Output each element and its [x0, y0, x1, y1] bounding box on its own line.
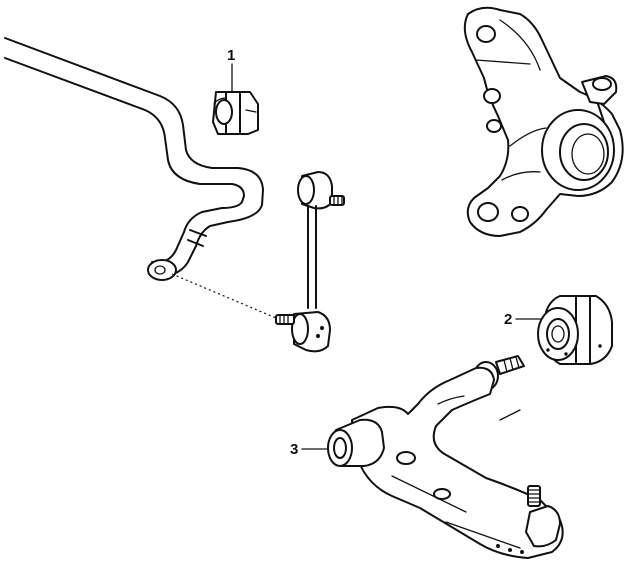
callout-1: 1 — [227, 47, 235, 93]
callout-1-number: 1 — [227, 47, 235, 64]
steering-knuckle — [463, 6, 624, 237]
stabilizer-bar — [4, 37, 264, 281]
callout-2: 2 — [504, 311, 541, 328]
lower-control-arm — [327, 355, 564, 559]
callout-3: 3 — [290, 441, 329, 458]
lower-arm-rear-bushing — [537, 295, 613, 365]
stabilizer-link — [275, 171, 345, 353]
callout-3-number: 3 — [290, 441, 298, 458]
stabilizer-bushing — [212, 91, 259, 135]
callout-2-number: 2 — [504, 311, 512, 328]
